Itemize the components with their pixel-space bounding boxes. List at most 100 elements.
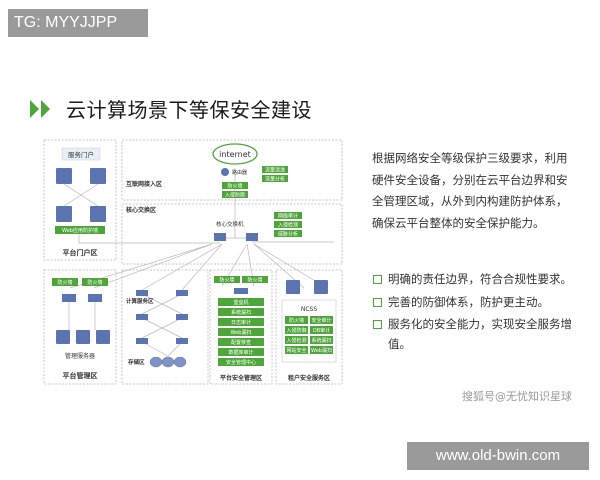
zone-tenant-label: 租户安全服务区 — [288, 374, 330, 382]
sec-item-box — [218, 338, 264, 346]
sec-fw-b-label: 防火墙 — [247, 277, 262, 284]
compute-switch-4 — [176, 314, 188, 320]
tenant-item-box — [310, 326, 333, 334]
tenant-item-label: 系统漏扫 — [311, 337, 331, 344]
internet-label: internet — [219, 150, 251, 159]
compute-switch-5 — [136, 338, 148, 344]
compute-switch-2 — [176, 290, 188, 296]
intro-paragraph: 根据网络安全等级保护三级要求，利用硬件安全设备，分别在云平台边界和安全管理区域，… — [372, 151, 568, 230]
ncss-label: NCSS — [301, 306, 317, 313]
mgmt-server-3 — [96, 330, 110, 344]
sec-item-label: 堡垒机 — [233, 299, 248, 306]
mgmt-switch-a — [62, 294, 76, 302]
source-credit: 搜狐号@无忧知识星球 — [462, 390, 572, 403]
zone-storage-label: 存储区 — [128, 358, 145, 366]
zone-service-portal-label: 服务门户 — [68, 150, 94, 159]
tenant-item-box — [285, 346, 308, 354]
storage-disk-1 — [149, 356, 163, 368]
mgmt-fw-a-label: 防火墙 — [57, 279, 72, 286]
zone-platform-portal-label: 平台门户区 — [63, 248, 98, 257]
internet-ips-label: 入侵防御 — [225, 192, 245, 199]
zone-core-switch-box — [121, 203, 343, 265]
zone-compute-service-label: 计算服务区 — [126, 297, 154, 305]
top-watermark: TG: MYYJJPP — [8, 9, 148, 37]
mgmt-server-2 — [76, 330, 90, 344]
sec-item-box — [218, 308, 264, 316]
web-firewall-label: Web应用防护墙 — [62, 227, 98, 234]
core-switch-b — [246, 233, 258, 241]
sec-fw-a-label: 防火墙 — [219, 277, 234, 284]
checkbox-square-icon — [373, 275, 382, 284]
feature-list: 明确的责任边界，符合合规性要求。 完善的防御体系，防护更主动。 服务化的安全能力… — [372, 270, 572, 357]
portal-server-3 — [56, 206, 72, 222]
zone-platform-security-box — [209, 269, 273, 385]
mgmt-server-1 — [56, 330, 70, 344]
checkbox-square-icon — [373, 297, 382, 307]
tenant-item-label: 安全审计 — [311, 317, 331, 324]
mgmt-switch-b — [88, 294, 102, 302]
storage-disk-2 — [161, 356, 175, 368]
feature-item: 明确的责任边界，符合合规性要求。 — [372, 270, 572, 290]
zone-compute-box — [121, 269, 209, 385]
compute-switch-1 — [136, 290, 148, 296]
tenant-item-box — [310, 346, 333, 354]
portal-server-2 — [90, 168, 106, 184]
sec-item-box — [218, 358, 264, 366]
mgmt-server-label: 管理服务器 — [65, 352, 95, 360]
flow-analysis-label: 流量分析 — [265, 176, 285, 183]
feature-item: 服务化的安全能力，实现安全服务增值。 — [372, 315, 572, 354]
tenant-item-box — [285, 336, 308, 344]
sec-item-box — [218, 348, 264, 356]
bottom-watermark: www.old-bwin.com — [407, 442, 589, 470]
zone-internet-access-box — [121, 139, 343, 201]
sec-item-label: Web漏扫 — [231, 329, 252, 336]
sec-item-label: 数据库审计 — [228, 349, 253, 356]
tenant-item-label: 网站安全 — [286, 347, 306, 354]
tenant-item-box — [285, 316, 308, 324]
zone-platform-security-label: 平台安全管理区 — [220, 374, 262, 382]
sec-item-box — [218, 318, 264, 326]
tenant-item-box — [285, 326, 308, 334]
tenant-item-label: DB审计 — [313, 327, 330, 334]
mgmt-fw-b-label: 防火墙 — [87, 279, 102, 286]
tenant-server-b — [314, 280, 328, 294]
checkbox-square-icon — [373, 320, 382, 329]
sec-item-label: 配置核查 — [231, 339, 251, 346]
flow-clean-label: 流量清洗 — [265, 167, 285, 174]
zone-platform-portal-box — [43, 139, 117, 261]
sec-item-label: 日志审计 — [231, 319, 251, 326]
sec-item-box — [218, 298, 264, 306]
zone-tenant-box — [275, 269, 343, 385]
tenant-item-label: Web漏扫 — [311, 347, 332, 354]
compute-switch-6 — [176, 338, 188, 344]
zone-internet-access-label: 互联网接入区 — [126, 180, 162, 188]
portal-server-1 — [56, 168, 72, 184]
router-icon — [221, 168, 229, 176]
threat-analysis-label: 威胁分析 — [278, 231, 298, 238]
page-title: 云计算场景下等保安全建设 — [66, 98, 312, 122]
zone-platform-mgmt-label: 平台管理区 — [63, 371, 98, 380]
sec-item-label: 安全管理中心 — [226, 359, 256, 366]
storage-disk-3 — [173, 356, 187, 368]
sec-item-box — [218, 328, 264, 336]
architecture-diagram: 服务门户 Web应用防护墙 平台门户区 internet 互联网接入区 路由器 … — [43, 139, 343, 385]
zone-platform-mgmt-box — [43, 269, 117, 385]
tenant-item-box — [310, 336, 333, 344]
tenant-item-box — [310, 316, 333, 324]
core-switch-label: 核心交换机 — [216, 220, 244, 228]
router-label: 路由器 — [232, 169, 247, 176]
sec-item-label: 系统漏扫 — [231, 309, 251, 316]
core-switch-a — [214, 233, 226, 241]
tenant-item-label: 入侵防御 — [286, 327, 306, 334]
portal-server-4 — [90, 206, 106, 222]
intrusion-detect-label: 入侵检测 — [278, 222, 298, 229]
net-audit-label: 网络审计 — [278, 213, 298, 220]
tenant-item-label: 入侵检测 — [286, 337, 306, 344]
sec-switch — [234, 288, 248, 294]
compute-switch-3 — [136, 314, 148, 320]
tenant-server-a — [286, 280, 300, 294]
double-chevron-icon — [30, 100, 50, 118]
zone-core-switch-label: 核心交换区 — [126, 206, 156, 214]
internet-cloud-icon — [212, 143, 258, 165]
tenant-item-label: 防火墙 — [289, 317, 304, 324]
